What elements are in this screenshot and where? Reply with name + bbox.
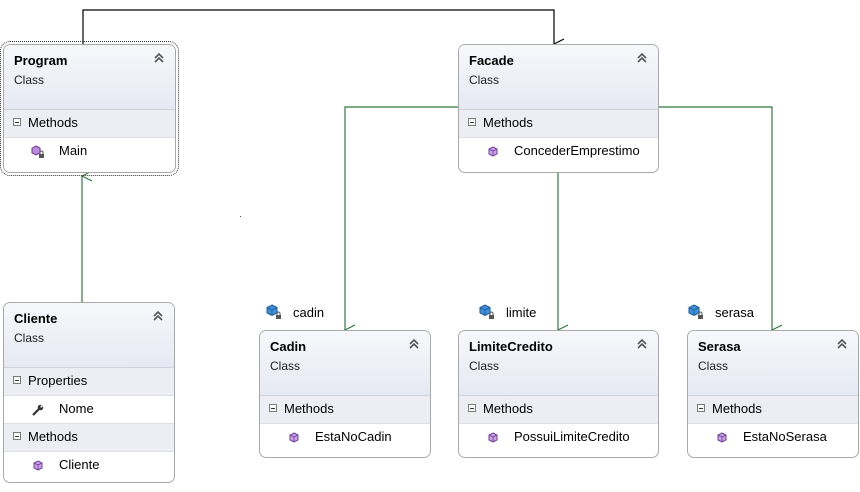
chevron-up-icon[interactable] <box>407 337 421 351</box>
collapse-minus-icon[interactable] <box>13 432 21 440</box>
member-name: Nome <box>59 401 94 416</box>
connector-facade-cadin[interactable] <box>345 106 458 330</box>
class-header[interactable]: Cliente Class <box>4 303 174 368</box>
class-name: LimiteCredito <box>469 339 553 354</box>
field-icon <box>479 304 494 319</box>
section-label: Methods <box>483 401 533 416</box>
member-nome[interactable]: Nome <box>4 396 174 423</box>
class-program[interactable]: Program Class Methods Main <box>0 41 179 176</box>
stray-dot <box>240 216 241 217</box>
member-possuilimitecredito[interactable]: PossuiLimiteCredito <box>459 424 658 451</box>
class-header[interactable]: Program Class <box>4 45 175 110</box>
class-kind: Class <box>14 73 45 87</box>
section-label: Methods <box>28 115 78 130</box>
chevron-up-icon[interactable] <box>152 51 166 65</box>
association-label: cadin <box>293 305 325 320</box>
class-name: Serasa <box>698 339 741 354</box>
association-label: limite <box>506 305 537 320</box>
class-kind: Class <box>14 331 45 345</box>
member-estanocadin[interactable]: EstaNoCadin <box>260 424 430 451</box>
section-methods[interactable]: Methods <box>688 396 858 424</box>
section-methods[interactable]: Methods <box>4 423 174 452</box>
connector-facade-serasa[interactable] <box>658 106 772 330</box>
member-name: Main <box>59 143 88 158</box>
class-kind: Class <box>469 73 500 87</box>
collapse-minus-icon[interactable] <box>468 118 476 126</box>
section-label: Methods <box>28 429 78 444</box>
class-cliente[interactable]: Cliente Class Properties Nome Methods Cl… <box>3 302 175 483</box>
class-header[interactable]: Facade Class <box>459 45 658 110</box>
class-kind: Class <box>469 359 500 373</box>
class-name: Cadin <box>270 339 307 354</box>
method-private-icon <box>31 145 44 158</box>
class-facade[interactable]: Facade Class Methods ConcederEmprestimo <box>458 44 659 173</box>
section-label: Properties <box>28 373 88 388</box>
member-concederemprestimo[interactable]: ConcederEmprestimo <box>459 138 658 165</box>
section-properties[interactable]: Properties <box>4 368 174 396</box>
property-icon <box>32 404 44 416</box>
member-name: EstaNoCadin <box>315 429 392 444</box>
method-icon <box>717 432 727 443</box>
field-icon <box>266 304 281 319</box>
chevron-up-icon[interactable] <box>151 309 165 323</box>
class-limitecredito[interactable]: LimiteCredito Class Methods PossuiLimite… <box>458 330 659 458</box>
section-methods[interactable]: Methods <box>459 110 658 138</box>
section-label: Methods <box>712 401 762 416</box>
member-estanoserasa[interactable]: EstaNoSerasa <box>688 424 858 451</box>
member-name: PossuiLimiteCredito <box>514 429 630 444</box>
method-icon <box>289 432 299 443</box>
class-serasa[interactable]: Serasa Class Methods EstaNoSerasa <box>687 330 859 458</box>
association-label: serasa <box>715 305 755 320</box>
class-header[interactable]: Serasa Class <box>688 331 858 396</box>
section-label: Methods <box>284 401 334 416</box>
chevron-up-icon[interactable] <box>835 337 849 351</box>
member-name: ConcederEmprestimo <box>514 143 640 158</box>
class-name: Cliente <box>14 311 58 326</box>
class-cadin[interactable]: Cadin Class Methods EstaNoCadin <box>259 330 431 458</box>
collapse-minus-icon[interactable] <box>13 118 21 126</box>
section-methods[interactable]: Methods <box>459 396 658 424</box>
class-kind: Class <box>698 359 729 373</box>
class-kind: Class <box>270 359 301 373</box>
member-name: EstaNoSerasa <box>743 429 827 444</box>
method-icon <box>488 146 498 157</box>
method-icon <box>488 432 498 443</box>
member-name: Cliente <box>59 457 100 472</box>
collapse-minus-icon[interactable] <box>697 404 705 412</box>
section-label: Methods <box>483 115 533 130</box>
connector-program-facade[interactable] <box>82 9 554 44</box>
class-name: Facade <box>469 53 514 68</box>
chevron-up-icon[interactable] <box>635 51 649 65</box>
class-header[interactable]: LimiteCredito Class <box>459 331 658 396</box>
class-name: Program <box>14 53 68 68</box>
member-cliente[interactable]: Cliente <box>4 452 174 479</box>
collapse-minus-icon[interactable] <box>269 404 277 412</box>
collapse-minus-icon[interactable] <box>13 376 21 384</box>
section-methods[interactable]: Methods <box>4 110 175 138</box>
chevron-up-icon[interactable] <box>635 337 649 351</box>
section-methods[interactable]: Methods <box>260 396 430 424</box>
method-icon <box>33 460 43 471</box>
member-main[interactable]: Main <box>4 138 175 165</box>
field-icon <box>688 304 703 319</box>
class-header[interactable]: Cadin Class <box>260 331 430 396</box>
collapse-minus-icon[interactable] <box>468 404 476 412</box>
